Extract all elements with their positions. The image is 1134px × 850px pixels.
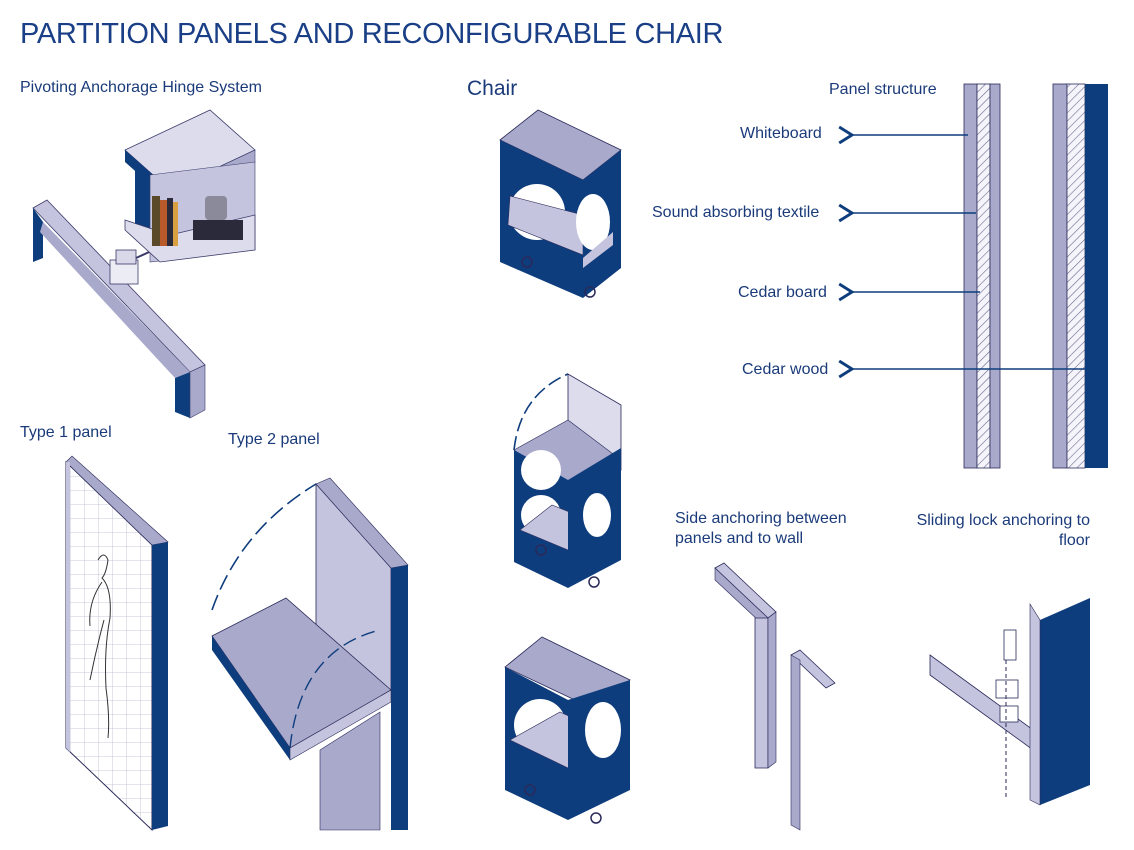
hinge-system-drawing: [32, 109, 256, 419]
side-anchoring-label: Side anchoring between panels and to wal…: [675, 510, 847, 547]
type1-panel-drawing: [65, 455, 169, 832]
sliding-lock-drawing: [929, 598, 1090, 806]
side-anchoring-drawing: [714, 562, 836, 831]
chair-label: Chair: [467, 77, 518, 100]
hinge-label: Pivoting Anchorage Hinge System: [20, 79, 262, 96]
panel-section-thin: [963, 83, 1001, 469]
layer-label-cedar-wood: Cedar wood: [742, 361, 829, 378]
type2-panel-label: Type 2 panel: [228, 431, 320, 448]
chair-drawing-2: [513, 373, 622, 588]
panel-structure-label: Panel structure: [829, 81, 937, 98]
layer-label-whiteboard: Whiteboard: [740, 125, 822, 142]
page-title: PARTITION PANELS AND RECONFIGURABLE CHAI…: [20, 18, 724, 50]
layer-label-textile: Sound absorbing textile: [652, 204, 820, 221]
type2-panel-drawing: [211, 477, 409, 831]
chair-drawing-3: [504, 636, 631, 824]
sliding-lock-label: Sliding lock anchoring to floor: [916, 512, 1090, 549]
type1-panel-label: Type 1 panel: [20, 424, 112, 441]
layer-label-cedar-board: Cedar board: [738, 284, 827, 301]
panel-section-thick: [1052, 83, 1108, 469]
chair-drawing-1: [499, 109, 622, 298]
